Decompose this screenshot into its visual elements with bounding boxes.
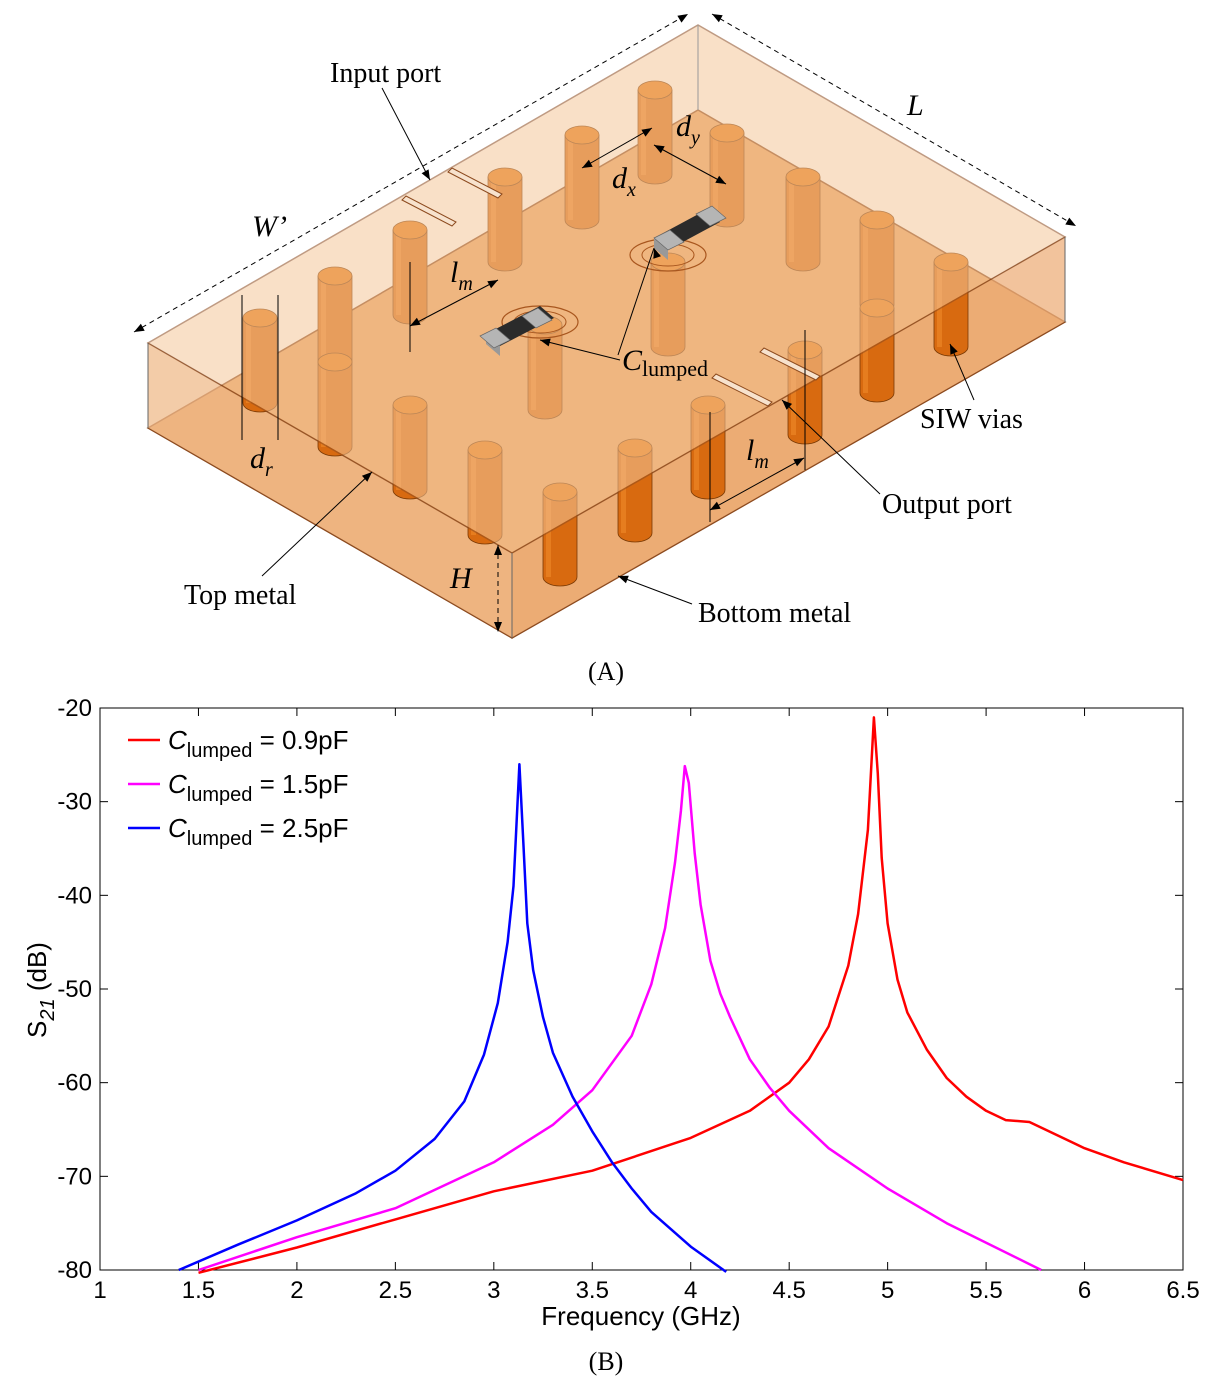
- caption-b: (B): [589, 1347, 624, 1376]
- arrowhead: [782, 400, 793, 410]
- dx-label: dx: [612, 162, 636, 201]
- dr-label: dr: [250, 442, 273, 481]
- x-tick-label: 1: [93, 1277, 106, 1304]
- arrowhead: [421, 169, 430, 180]
- legend-item-1: Clumped = 0.9pF: [128, 725, 349, 762]
- arrowhead: [134, 323, 145, 332]
- dy-label: dy: [676, 110, 700, 149]
- arrowhead: [540, 338, 551, 347]
- lumped-capacitor-1: [479, 305, 579, 356]
- y-tick-label: -30: [57, 789, 92, 816]
- arrowhead: [641, 128, 652, 137]
- siw-structure-diagram: Input port Output port Top metal Bottom …: [133, 13, 1077, 686]
- x-tick-label: 6: [1078, 1277, 1091, 1304]
- legend: Clumped = 0.9pF Clumped = 1.5pF Clumped = …: [128, 725, 349, 850]
- arrowhead: [410, 317, 421, 326]
- series-line-2: [198, 764, 1042, 1272]
- height-label: H: [449, 562, 474, 595]
- series-lines: [178, 716, 1184, 1275]
- input-port-slots: [401, 167, 503, 227]
- series-line-3: [178, 762, 727, 1273]
- arrowhead: [494, 545, 503, 556]
- c-lumped-label: Clumped: [622, 344, 708, 381]
- lumped-capacitor-2: [629, 205, 727, 272]
- siw-vias-label: SIW vias: [920, 404, 1023, 435]
- axis-ticks: 1 1.5 2 2.5 3 3.5 4 4.5 5 5.5 6 6.5 -80 -70 -60 -50 -40 -…: [57, 695, 1199, 1304]
- x-tick-label: 6.5: [1166, 1277, 1199, 1304]
- arrowhead: [361, 472, 372, 482]
- lm-label-upper: lm: [450, 256, 473, 295]
- arrowhead: [494, 621, 503, 632]
- figure-b: 1 1.5 2 2.5 3 3.5 4 4.5 5 5.5 6 6.5 -80 -70 -60 -50 -40 -…: [0, 690, 1208, 1380]
- y-axis-label: S21 (dB): [22, 942, 59, 1038]
- arrowhead: [710, 501, 721, 510]
- arrowhead: [582, 159, 593, 168]
- x-tick-label: 4.5: [772, 1277, 805, 1304]
- y-tick-label: -40: [57, 882, 92, 909]
- legend-label: Clumped = 0.9pF: [168, 725, 349, 762]
- arrowhead: [654, 145, 665, 154]
- y-tick-label: -60: [57, 1070, 92, 1097]
- y-tick-label: -50: [57, 976, 92, 1003]
- x-tick-label: 5: [881, 1277, 894, 1304]
- lm-label-lower: lm: [746, 434, 769, 473]
- x-tick-label: 4: [684, 1277, 697, 1304]
- series-line-1: [198, 716, 1184, 1275]
- x-tick-label: 5.5: [969, 1277, 1002, 1304]
- leader-lines: [261, 87, 975, 605]
- caption-a: (A): [588, 657, 624, 686]
- arrowhead: [677, 14, 688, 23]
- legend-item-2: Clumped = 1.5pF: [128, 769, 349, 806]
- output-port-label: Output port: [882, 489, 1012, 520]
- x-axis-label: Frequency (GHz): [541, 1301, 740, 1331]
- arrowhead: [1065, 217, 1076, 226]
- arrowhead: [950, 344, 958, 355]
- width-label: W’: [252, 210, 287, 243]
- x-tick-label: 2.5: [379, 1277, 412, 1304]
- x-tick-label: 2: [290, 1277, 303, 1304]
- bottom-metal-label: Bottom metal: [698, 598, 851, 629]
- plot-area: [99, 707, 1184, 1271]
- legend-label: Clumped = 1.5pF: [168, 769, 349, 806]
- y-tick-label: -80: [57, 1257, 92, 1284]
- x-tick-label: 3: [487, 1277, 500, 1304]
- legend-label: Clumped = 2.5pF: [168, 813, 349, 850]
- y-tick-label: -70: [57, 1163, 92, 1190]
- dimension-lines: [133, 13, 1077, 632]
- top-metal-layer: [146, 24, 1067, 638]
- arrowhead: [712, 14, 723, 23]
- figure-a: Input port Output port Top metal Bottom …: [0, 0, 1208, 690]
- s21-chart: 1 1.5 2 2.5 3 3.5 4 4.5 5 5.5 6 6.5 -80 -70 -60 -50 -40 -…: [22, 695, 1200, 1376]
- arrowhead: [653, 248, 661, 259]
- arrowhead: [618, 575, 629, 584]
- arrowhead: [487, 280, 498, 289]
- top-metal-label: Top metal: [184, 580, 297, 611]
- y-tick-label: -20: [57, 695, 92, 722]
- x-tick-label: 1.5: [182, 1277, 215, 1304]
- legend-item-3: Clumped = 2.5pF: [128, 813, 349, 850]
- length-label: L: [906, 89, 924, 122]
- arrowhead: [715, 175, 726, 184]
- input-port-label: Input port: [330, 58, 441, 89]
- x-tick-label: 3.5: [576, 1277, 609, 1304]
- arrowhead: [793, 458, 804, 467]
